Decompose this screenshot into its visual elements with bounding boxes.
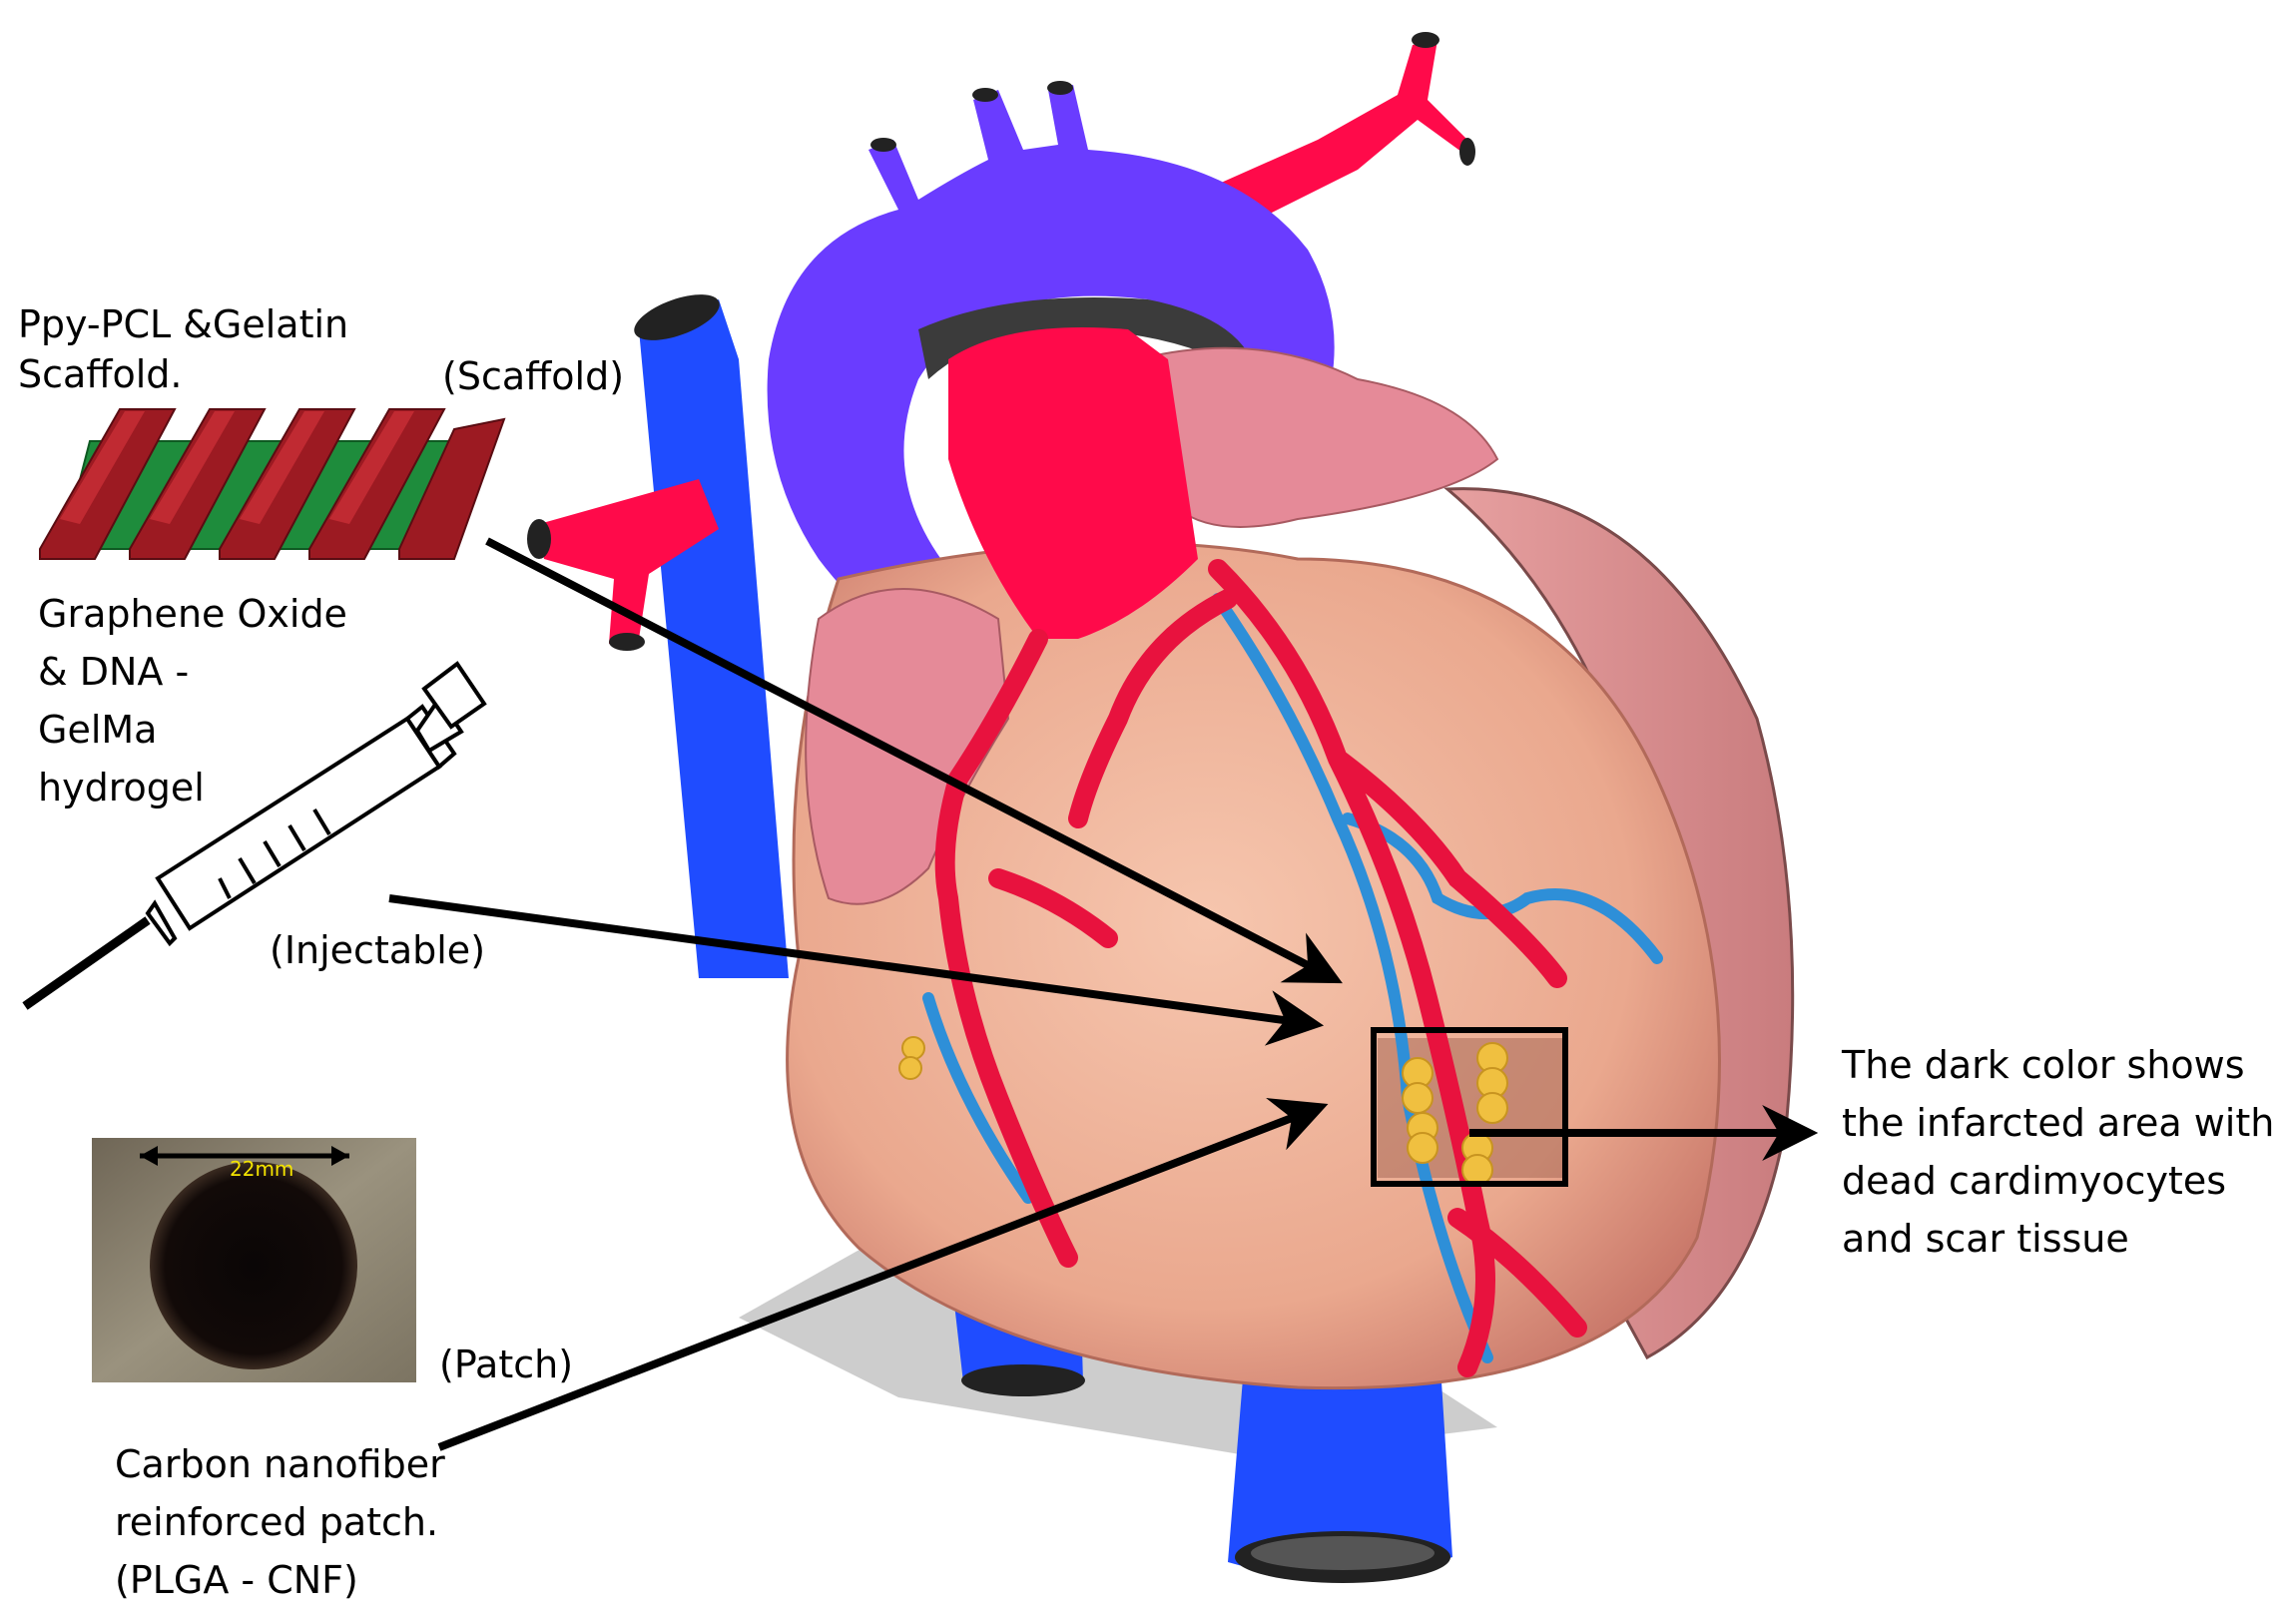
infarct-line3: dead cardimyocytes bbox=[1842, 1159, 2226, 1203]
infarct-box bbox=[1371, 1027, 1568, 1187]
patch-disc bbox=[150, 1162, 357, 1369]
right-atrium bbox=[1136, 346, 1499, 528]
vessel-lumen bbox=[1047, 81, 1073, 95]
vessel-lumen bbox=[972, 88, 998, 102]
patch-arrow bbox=[437, 1098, 1329, 1451]
aortic-arch bbox=[767, 85, 1335, 719]
hydrogel-line3: GelMa bbox=[38, 708, 157, 752]
vessel-lumen bbox=[1412, 32, 1439, 48]
vessel-lumen bbox=[527, 519, 551, 559]
superior-vena-cava bbox=[639, 299, 789, 978]
vessel-lumen bbox=[1459, 138, 1475, 166]
patch-desc-line1: Carbon nanofiber bbox=[115, 1442, 445, 1486]
patch-photo: 22mm bbox=[92, 1138, 416, 1382]
pulmonary-branch-left bbox=[539, 479, 719, 644]
infarct-line4: and scar tissue bbox=[1842, 1217, 2129, 1261]
infarct-line1: The dark color shows bbox=[1841, 1043, 2245, 1087]
scaffold-illustration bbox=[39, 408, 506, 560]
fat-cells bbox=[898, 1036, 1508, 1186]
scaffold-bar-highlights bbox=[60, 411, 414, 524]
patch-tag: (Patch) bbox=[439, 1343, 573, 1386]
patch-desc-line2: reinforced patch. bbox=[115, 1500, 438, 1544]
infarct-line2: the infarcted area with bbox=[1842, 1101, 2274, 1145]
scaffold-tag: (Scaffold) bbox=[442, 354, 624, 398]
scaffold-title-line1: Ppy-PCL &Gelatin bbox=[18, 302, 348, 346]
syringe-icon bbox=[22, 661, 487, 1010]
vessel-lumen bbox=[870, 138, 896, 152]
heart-illustration bbox=[527, 32, 1795, 1583]
arrows bbox=[388, 537, 1819, 1451]
scale-label: 22mm bbox=[230, 1157, 293, 1181]
pulmonary-trunk bbox=[948, 327, 1198, 639]
hydrogel-line4: hydrogel bbox=[38, 766, 205, 809]
superior-vena-cava-opening bbox=[634, 294, 720, 340]
scaffold-arrow bbox=[485, 537, 1343, 984]
arch-inner-shadow bbox=[918, 297, 1258, 379]
vessel-lumen bbox=[609, 633, 645, 651]
hydrogel-line2: & DNA - bbox=[38, 650, 189, 694]
vessel-lumen bbox=[1251, 1536, 1435, 1570]
coronary-arteries bbox=[934, 559, 1587, 1377]
descending-vessel-opening bbox=[961, 1364, 1085, 1396]
labels: Ppy-PCL &Gelatin Scaffold. (Scaffold) Gr… bbox=[18, 302, 2274, 1602]
injectable-arrow bbox=[388, 894, 1325, 1046]
injectable-tag: (Injectable) bbox=[270, 928, 485, 972]
left-atrium bbox=[805, 588, 1010, 905]
patch-desc-line3: (PLGA - CNF) bbox=[115, 1558, 358, 1602]
hydrogel-line1: Graphene Oxide bbox=[38, 592, 347, 636]
scaffold-title-line2: Scaffold. bbox=[18, 352, 183, 396]
